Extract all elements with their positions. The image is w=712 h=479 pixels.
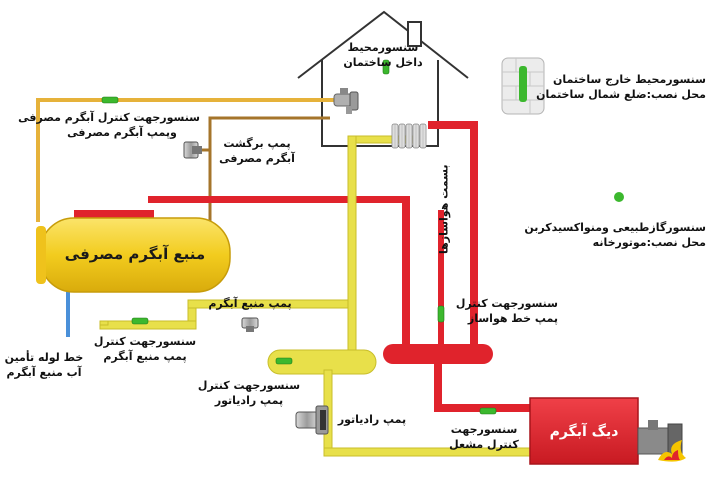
air-pump-sensor-line1: سنسورجهت کنترل xyxy=(455,297,558,310)
consumption-sensor-line1: سنسورجهت کنترل آبگرم مصرفی xyxy=(18,111,200,124)
supply-pipe-line2: آب منبع آبگرم xyxy=(6,366,82,379)
consumption-sensor-label: سنسورجهت کنترل آبگرم مصرفی وپمپ آبگرم مص… xyxy=(18,110,200,140)
tank-pump-sensor-marker xyxy=(131,317,149,325)
radiator-sensor-label: سنسورجهت کنترل پمپ رادیاتور xyxy=(196,378,302,408)
tank-pump-sensor-label: سنسورجهت کنترل پمپ منبع آبگرم xyxy=(92,334,198,364)
flame-icon xyxy=(658,440,686,462)
burner-sensor-line1: سنسورجهت xyxy=(450,423,518,436)
outdoor-sensor-line2: محل نصب:ضلع شمال ساختمان xyxy=(536,88,706,101)
radiator-pump-label: پمپ رادیاتور xyxy=(337,413,407,426)
air-pump-sensor-line2: پمپ خط هواساز xyxy=(467,312,558,325)
burner-sensor-label: سنسورجهت کنترل مشعل xyxy=(446,422,522,452)
return-pipe xyxy=(208,116,330,228)
tank-pump-sensor-line2: پمپ منبع آبگرم xyxy=(103,350,187,363)
consumption-sensor-line2: وپمپ آبگرم مصرفی xyxy=(67,126,177,139)
consumption-sensor-marker xyxy=(101,96,119,104)
radiator-sensor-line2: پمپ رادیاتور xyxy=(214,394,284,407)
tank-pump-sensor-line1: سنسورجهت کنترل xyxy=(93,335,197,348)
outdoor-sensor-label: سنسورمحیط خارج ساختمان محل نصب:ضلع شمال … xyxy=(536,72,706,102)
radiator-sensor-marker xyxy=(275,357,293,365)
consumption-pipe xyxy=(36,98,344,222)
house xyxy=(297,10,469,147)
radiator-sensor-line1: سنسورجهت کنترل xyxy=(197,379,301,392)
house-sensor-line2: داخل ساختمان xyxy=(343,56,423,69)
gas-sensor-line2: محل نصب:موتورخانه xyxy=(592,236,706,249)
return-pump-label: پمپ برگشت آبگرم مصرفی xyxy=(212,136,302,166)
pipe-sensors xyxy=(101,59,497,415)
burner-sensor-marker xyxy=(479,407,497,415)
house-sensor-line1: سنسورمحیط xyxy=(347,41,419,54)
tank-title: منبع آبگرم مصرفی xyxy=(64,245,206,263)
outdoor-sensor-line1: سنسورمحیط خارج ساختمان xyxy=(553,73,706,86)
boiler-title: دیگ آبگرم xyxy=(549,424,619,440)
supply-pipe-line1: خط لوله تأمین xyxy=(4,351,84,364)
air-pump-sensor-label: سنسورجهت کنترل پمپ خط هواساز xyxy=(452,296,558,326)
return-pump-icon xyxy=(183,141,202,159)
return-pump-line2: آبگرم مصرفی xyxy=(219,152,295,165)
outdoor-sensor-icon xyxy=(501,57,545,115)
supply-pipe-label: خط لوله تأمین آب منبع آبگرم xyxy=(4,350,84,380)
tank-pump-label: پمپ منبع آبگرم xyxy=(208,297,292,310)
gas-sensor-line1: سنسورگازطبیعی ومنواکسیدکربن xyxy=(524,221,706,234)
house-sensor-marker xyxy=(382,59,390,75)
air-pump-sensor-marker xyxy=(437,305,445,323)
air-handler-label: بسمت هواسازها xyxy=(437,164,451,255)
radiator-icon xyxy=(391,123,427,149)
radiator-pump-icon xyxy=(295,405,329,435)
tank-pump-icon xyxy=(241,317,259,332)
boiler xyxy=(529,397,686,465)
burner-sensor-line2: کنترل مشعل xyxy=(449,438,519,451)
gas-sensor-icon xyxy=(614,192,624,202)
gas-sensor-label: سنسورگازطبیعی ومنواکسیدکربن محل نصب:موتو… xyxy=(524,220,706,250)
faucet-icon xyxy=(333,88,359,114)
hot-water-tank xyxy=(36,210,231,293)
house-sensor-label: سنسورمحیط داخل ساختمان xyxy=(340,40,426,70)
return-pump-line1: پمپ برگشت xyxy=(223,137,291,150)
